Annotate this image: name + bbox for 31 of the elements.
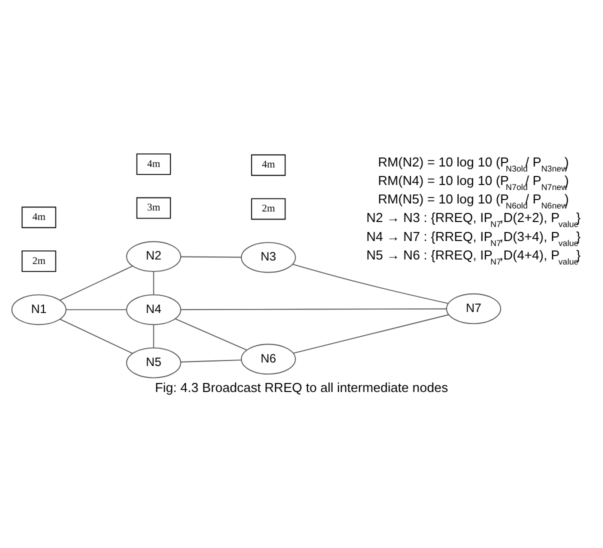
- connector: [66, 308, 127, 310]
- label: RM(N4) = 10 log 10 (P$_{N7old}$/ P$_{N7new}$): [378, 172, 569, 192]
- connector: [153, 270, 154, 295]
- node-ellipse: N6: [240, 343, 296, 374]
- caption: Fig: 4.3 Broadcast RREQ to all intermediate nodes: [155, 379, 448, 394]
- node-ellipse: N5: [126, 347, 182, 378]
- connector: [174, 318, 247, 350]
- node-ellipse: N7: [446, 292, 502, 324]
- label: RM(N2) = 10 log 10 (P$_{N3old}$/ P$_{N3new}$): [378, 154, 569, 173]
- label: RM(N5) = 10 log 10 (P$_{N6old}$/ P$_{N6new}$): [378, 191, 569, 210]
- label: N2 → N3 : {RREQ, IP$_{N7}$,D(2+2), P$_{value}$}: [366, 210, 581, 229]
- connector: [60, 265, 133, 300]
- label: N5 → N6 : {RREQ, IP$_{N7}$,D(4+4), P$_{value}$}: [366, 247, 581, 266]
- node-box: 4m: [22, 206, 56, 228]
- node-ellipse: N3: [240, 242, 296, 272]
- label: N4 → N7 : {RREQ, IP$_{N7}$,D(3+4), P$_{value}$}: [366, 228, 581, 248]
- node-ellipse: N4: [126, 294, 182, 325]
- connector: [180, 256, 242, 258]
- connector: [180, 359, 242, 362]
- connector: [292, 314, 450, 354]
- connector: [292, 263, 448, 304]
- connector: [60, 318, 133, 354]
- node-box: 4m: [251, 154, 286, 176]
- node-box: 2m: [251, 198, 286, 220]
- node-ellipse: N1: [11, 294, 66, 325]
- node-box: 4m: [136, 152, 171, 174]
- node-box: 2m: [22, 250, 56, 272]
- connector: [180, 308, 447, 310]
- node-ellipse: N2: [126, 240, 182, 272]
- node-box: 3m: [136, 196, 171, 218]
- connector: [153, 324, 154, 348]
